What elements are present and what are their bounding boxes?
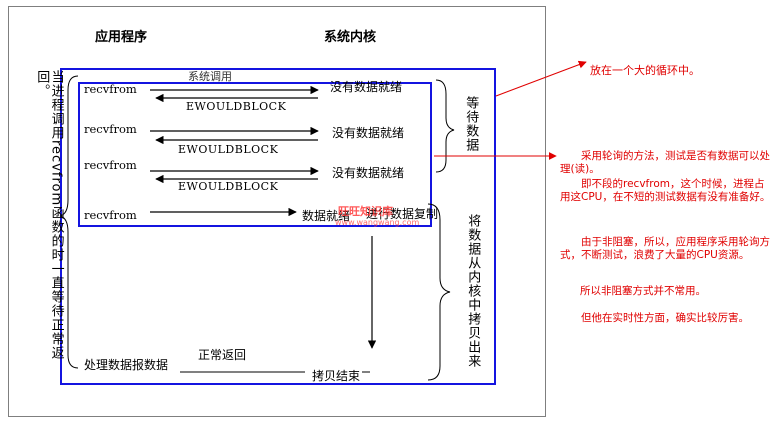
red-arrow-loop	[495, 60, 587, 97]
row1-reply: EWOULDBLOCK	[186, 100, 287, 113]
right-brace-copy	[427, 203, 451, 381]
watermark-title: 旺旺知识库	[338, 205, 393, 218]
row4-call: recvfrom	[84, 208, 137, 222]
row1-call: recvfrom	[84, 82, 137, 96]
header-application: 应用程序	[95, 30, 148, 45]
row2-kernel-state: 没有数据就绪	[332, 126, 405, 140]
note-polling-1: 采用轮询的方法，测试是否有数据可以处理(读)。	[560, 150, 770, 175]
copy-done-label: 拷贝结束	[312, 369, 361, 383]
right-brace-wait	[435, 79, 455, 173]
diagram-frame	[8, 6, 546, 417]
syscall-label: 系统调用	[188, 70, 232, 83]
row2-call: recvfrom	[84, 122, 137, 136]
inner-polling-box	[78, 82, 432, 227]
process-datagram-label: 处理数据报数据	[84, 358, 169, 372]
watermark-url: www.wangwang.com	[335, 218, 420, 227]
left-vertical-description: 当进程调用recvfrom函数的时一直等待正常返回。	[34, 70, 64, 361]
note-nonblock-1: 由于非阻塞，所以，应用程序采用轮询方式，不断测试，浪费了大量的CPU资源。	[560, 236, 770, 261]
note-loop: 放在一个大的循环中。	[590, 64, 700, 77]
outer-process-box	[60, 68, 496, 385]
note-polling-2: 即不段的recvfrom，这个时候，进程占用这CPU，在不短的测试数据有没有准备…	[560, 178, 771, 203]
header-kernel: 系统内核	[324, 30, 377, 45]
right-label-copy-data: 将数据从内核中拷贝出来	[465, 214, 481, 368]
note-nonblock-2: 所以非阻塞方式并不常用。	[580, 285, 706, 297]
copy-label: 进行数据复制	[366, 207, 439, 221]
row2-reply: EWOULDBLOCK	[178, 143, 279, 156]
right-label-wait-data: 等待数据	[463, 96, 479, 152]
note-realtime: 但他在实时性方面，确实比较厉害。	[581, 312, 749, 324]
normal-return-label: 正常返回	[198, 348, 247, 362]
row4-kernel-state: 数据就绪	[302, 209, 351, 223]
row3-kernel-state: 没有数据就绪	[332, 166, 405, 180]
row3-call: recvfrom	[84, 158, 137, 172]
row1-kernel-state: 没有数据就绪	[330, 80, 403, 94]
left-brace	[59, 75, 79, 369]
row3-reply: EWOULDBLOCK	[178, 180, 279, 193]
